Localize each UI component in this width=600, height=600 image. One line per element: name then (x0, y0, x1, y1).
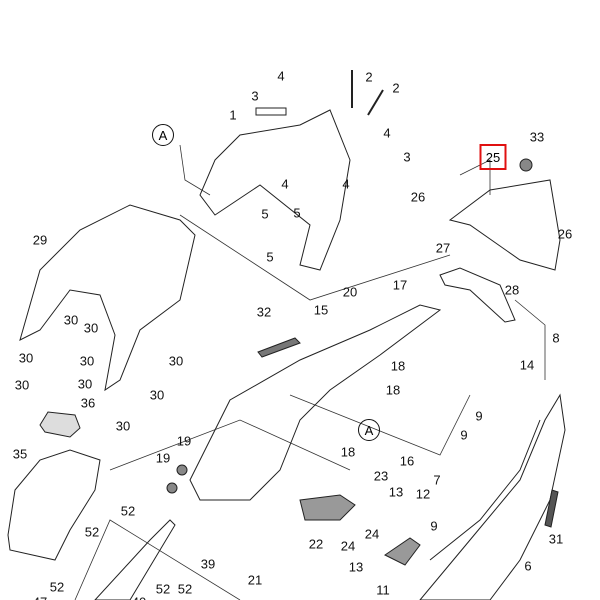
reference-marker-a: A (152, 124, 174, 146)
callout-52[interactable]: 52 (49, 579, 65, 595)
callout-26[interactable]: 26 (410, 189, 426, 205)
callout-19[interactable]: 19 (155, 450, 171, 466)
part-29-cover (19, 204, 196, 392)
callout-5[interactable]: 5 (293, 205, 301, 221)
callout-30[interactable]: 30 (168, 353, 184, 369)
callout-52[interactable]: 52 (155, 581, 171, 597)
part-19-grommet-a (176, 464, 188, 476)
callout-30[interactable]: 30 (79, 353, 95, 369)
callout-8[interactable]: 8 (552, 330, 560, 346)
part-6-inner (429, 419, 541, 561)
callout-30[interactable]: 30 (115, 418, 131, 434)
callout-4[interactable]: 4 (277, 68, 285, 84)
callout-30[interactable]: 30 (149, 387, 165, 403)
part-3-pad (255, 107, 287, 116)
callout-39[interactable]: 39 (200, 556, 216, 572)
part-36-reflector (39, 411, 81, 438)
part-2-strip (367, 89, 384, 116)
callout-30[interactable]: 30 (18, 350, 34, 366)
part-15-cover (189, 304, 442, 501)
part-bottom-rail (94, 519, 176, 600)
part-31-emblem (544, 489, 559, 528)
callout-4[interactable]: 4 (383, 125, 391, 141)
callout-52[interactable]: 52 (84, 524, 100, 540)
callout-3[interactable]: 3 (403, 149, 411, 165)
callout-4[interactable]: 4 (342, 176, 350, 192)
callout-9[interactable]: 9 (475, 408, 483, 424)
part-25-cover (448, 179, 561, 271)
part-33-grommet (519, 158, 533, 172)
callout-30[interactable]: 30 (63, 312, 79, 328)
part-32-emblem (257, 337, 301, 358)
callout-32[interactable]: 32 (256, 304, 272, 320)
callout-52[interactable]: 52 (177, 581, 193, 597)
callout-24[interactable]: 24 (364, 526, 380, 542)
group-outlines (74, 144, 546, 600)
callout-7[interactable]: 7 (433, 472, 441, 488)
callout-14[interactable]: 14 (519, 357, 535, 373)
callout-11[interactable]: 11 (376, 582, 390, 598)
callout-36[interactable]: 36 (80, 395, 96, 411)
callout-3[interactable]: 3 (251, 88, 259, 104)
part-11-plate (384, 537, 421, 566)
callout-18[interactable]: 18 (390, 358, 406, 374)
callout-9[interactable]: 9 (460, 427, 468, 443)
reference-marker-a: A (358, 419, 380, 441)
callout-9[interactable]: 9 (430, 518, 438, 534)
callout-17[interactable]: 17 (392, 277, 408, 293)
callout-4[interactable]: 4 (281, 176, 289, 192)
part-1-bracket (199, 109, 351, 271)
callout-19[interactable]: 19 (176, 433, 192, 449)
callout-15[interactable]: 15 (313, 302, 329, 318)
callout-16[interactable]: 16 (399, 453, 415, 469)
callout-25-highlighted[interactable]: 25 (479, 144, 507, 170)
callout-13[interactable]: 13 (348, 559, 364, 575)
part-19-grommet-b (166, 482, 178, 494)
callout-20[interactable]: 20 (342, 284, 358, 300)
callout-23[interactable]: 23 (373, 468, 389, 484)
callout-47[interactable]: 47 (33, 596, 47, 600)
callout-30[interactable]: 30 (83, 320, 99, 336)
callout-12[interactable]: 12 (415, 486, 431, 502)
callout-21[interactable]: 21 (247, 572, 263, 588)
callout-1[interactable]: 1 (229, 107, 237, 123)
part-6-panel (419, 393, 566, 600)
callout-18[interactable]: 18 (340, 444, 356, 460)
callout-33[interactable]: 33 (529, 129, 545, 145)
callout-35[interactable]: 35 (12, 446, 28, 462)
callout-52[interactable]: 52 (120, 503, 136, 519)
callout-26[interactable]: 26 (557, 226, 573, 242)
callout-30[interactable]: 30 (77, 376, 93, 392)
part-27-bracket (439, 267, 516, 323)
callout-30[interactable]: 30 (14, 377, 30, 393)
callout-29[interactable]: 29 (32, 232, 48, 248)
callout-6[interactable]: 6 (524, 558, 532, 574)
callout-5[interactable]: 5 (266, 249, 274, 265)
callout-18[interactable]: 18 (385, 382, 401, 398)
callout-27[interactable]: 27 (435, 240, 451, 256)
callout-31[interactable]: 31 (548, 531, 564, 547)
callout-2[interactable]: 2 (365, 69, 373, 85)
callout-28[interactable]: 28 (504, 282, 520, 298)
callout-24[interactable]: 24 (340, 538, 356, 554)
callout-13[interactable]: 13 (388, 484, 404, 500)
callout-2[interactable]: 2 (392, 80, 400, 96)
callout-40[interactable]: 40 (132, 596, 146, 600)
callout-5[interactable]: 5 (261, 206, 269, 222)
part-22-plate (299, 494, 356, 521)
callout-22[interactable]: 22 (308, 536, 324, 552)
part-35-mudguard (7, 449, 101, 561)
